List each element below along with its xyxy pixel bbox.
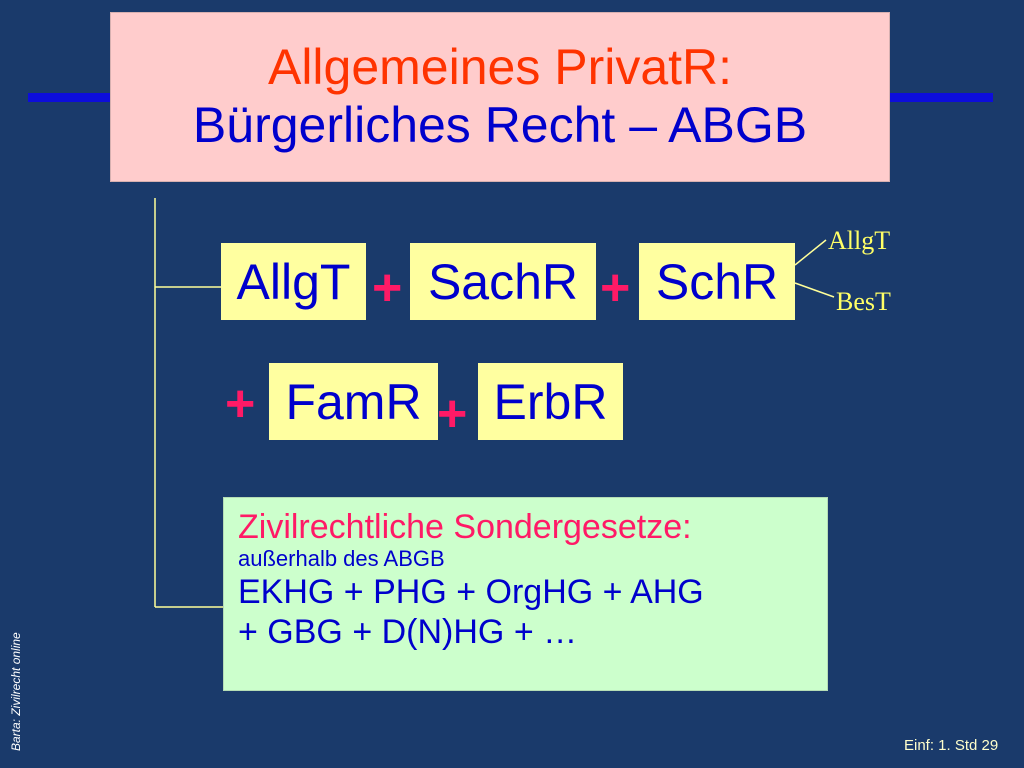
special-laws-heading: Zivilrechtliche Sondergesetze:: [238, 508, 692, 546]
title-line-2: Bürgerliches Recht – ABGB: [192, 97, 808, 153]
side-credit: Barta: Zivilrecht online: [9, 632, 23, 751]
plus-sign-3: +: [225, 375, 256, 433]
schr-branch-top: [794, 239, 827, 266]
title-rule-right: [885, 93, 993, 102]
box-famr: FamR: [269, 363, 438, 440]
special-laws-line-2: + GBG + D(N)HG + …: [238, 613, 578, 651]
special-laws-line-1: EKHG + PHG + OrgHG + AHG: [238, 573, 704, 611]
schr-part-allgt: AllgT: [828, 226, 891, 255]
special-laws-box: Zivilrechtliche Sondergesetze: außerhalb…: [223, 497, 828, 691]
plus-sign-1: +: [372, 259, 403, 317]
title-rule-left: [28, 93, 118, 102]
box-sachr: SachR: [410, 243, 596, 320]
title-line-1: Allgemeines PrivatR:: [267, 39, 733, 95]
special-laws-subtitle: außerhalb des ABGB: [238, 546, 445, 571]
box-allgt: AllgT: [221, 243, 366, 320]
page-label: Einf: 1. Std 29: [904, 737, 999, 754]
box-erbr: ErbR: [478, 363, 623, 440]
title-box: Allgemeines PrivatR: Bürgerliches Recht …: [110, 12, 890, 182]
schr-part-best: BesT: [836, 287, 891, 316]
box-schr: SchR: [639, 243, 795, 320]
plus-sign-2: +: [600, 259, 631, 317]
schr-branch-bottom: [794, 282, 835, 298]
plus-sign-4: +: [437, 385, 468, 443]
